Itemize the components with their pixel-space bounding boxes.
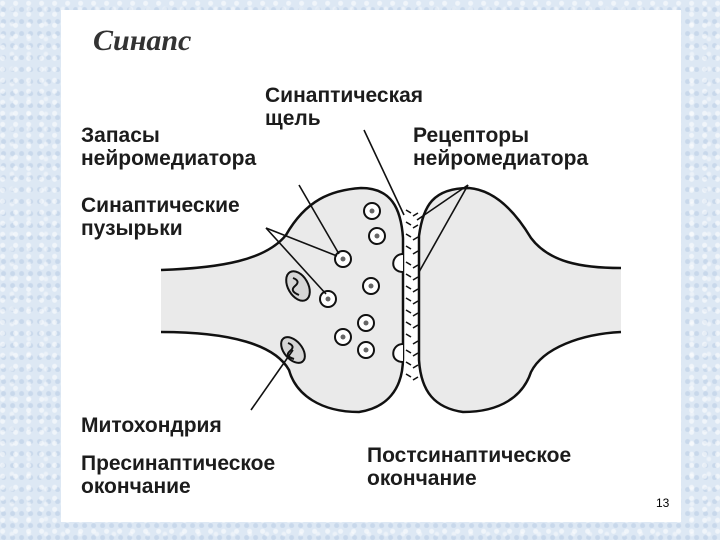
receptors-leader <box>418 184 469 273</box>
label-postsynaptic-terminal: Постсинаптическое окончание <box>367 444 572 490</box>
mitochondrion-leader <box>250 349 294 411</box>
synaptic-cleft <box>405 209 412 378</box>
label-neurotransmitter-stores: Запасы нейромедиатора <box>81 124 257 170</box>
postsynaptic-terminal <box>417 186 622 414</box>
stores-leader <box>298 184 340 255</box>
label-synaptic-vesicles: Синаптические пузырьки <box>81 194 240 240</box>
vesicles-leader <box>265 227 327 295</box>
cleft-leader <box>363 129 405 216</box>
fusing-vesicle <box>392 253 404 273</box>
label-mitochondrion: Митохондрия <box>81 414 222 437</box>
vesicles-leader <box>265 227 338 257</box>
mitochondrion <box>285 270 311 302</box>
synapse-diagram <box>160 129 622 414</box>
label-neurotransmitter-receptors: Рецепторы нейромедиатора <box>413 124 589 170</box>
label-presynaptic-terminal: Пресинаптическое окончание <box>81 452 276 498</box>
receptor-marks <box>412 212 419 381</box>
fusing-vesicle <box>392 343 404 363</box>
label-synaptic-cleft: Синаптическая щель <box>265 84 424 130</box>
diagram-title: Синапс <box>93 24 192 57</box>
slide-number: 13 <box>656 496 670 510</box>
slide: Синапс Синаптическая щель Запасы нейроме… <box>61 10 681 522</box>
leader-lines <box>250 129 469 411</box>
receptors-leader <box>416 184 469 221</box>
